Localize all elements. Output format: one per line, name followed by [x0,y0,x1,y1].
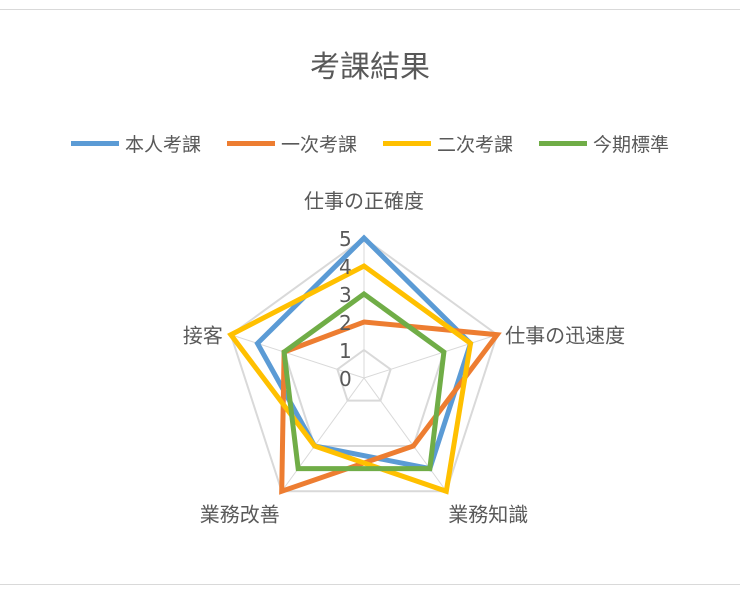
tick-label: 0 [339,367,352,391]
chart-title: 考課結果 [310,50,430,85]
series-line [281,290,447,472]
tick-label: 3 [339,283,352,307]
category-label: 仕事の正確度 [304,189,424,213]
legend-label: 本人考課 [124,134,201,156]
series-line [279,319,502,495]
legend-swatch [226,141,275,146]
legend-item: 今期標準 [539,130,669,157]
legend-item: 一次考課 [226,130,357,157]
bottom-border [0,584,740,585]
series-line [254,234,474,472]
legend-label: 一次考課 [280,134,357,156]
top-border [0,9,740,10]
tick-label: 5 [339,227,352,251]
category-label: 業務改善 [200,502,280,526]
legend-swatch [70,141,119,146]
gridline [336,348,392,402]
spoke [281,377,365,492]
legend-label: 今期標準 [593,134,670,156]
spoke [363,377,447,492]
category-label: 業務知識 [448,502,528,526]
category-label: 接客 [183,324,223,348]
legend-label: 二次考課 [437,134,514,156]
tick-label: 4 [339,255,352,279]
tick-label: 2 [339,311,352,335]
legend-item: 二次考課 [383,130,513,157]
legend-swatch [539,141,588,146]
legend-swatch [383,141,431,146]
spoke [363,334,498,379]
legend-item: 本人考課 [70,130,201,157]
legend: 本人考課 一次考課 二次考課 今期標準 [0,130,740,157]
gridline [229,236,499,493]
tick-label: 1 [339,339,352,363]
category-label: 仕事の迅速度 [505,324,625,348]
spoke [230,334,365,379]
